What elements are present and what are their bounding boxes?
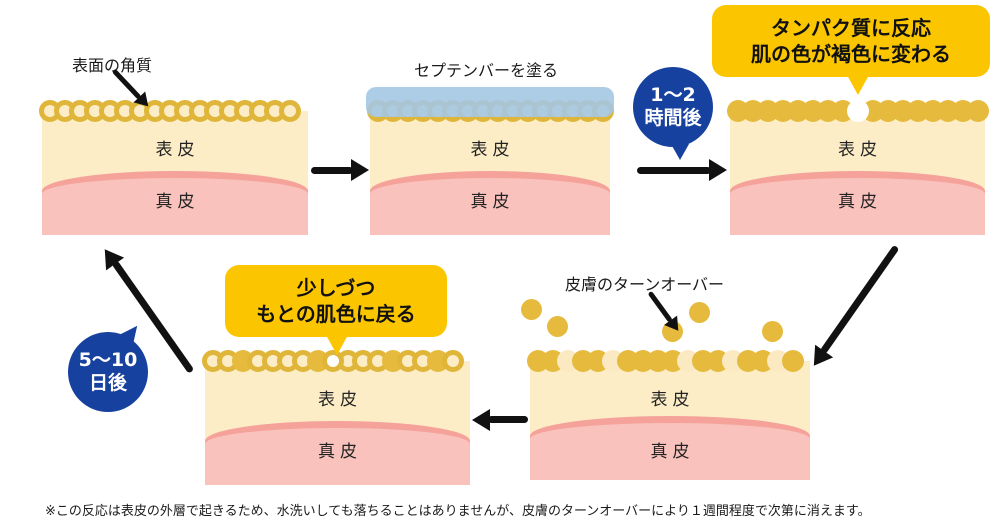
dermis-label: 真皮 [470,192,515,212]
skin-turnover-label: 皮膚のターンオーバー [565,275,725,294]
epidermis-block: 表皮 真皮 [42,111,308,235]
arrow-head [709,159,727,181]
dermis-fill [730,178,985,235]
arrow-head [351,159,369,181]
dermis-fill [205,428,470,485]
bubble-text: 1〜2 [650,84,696,106]
dermis-label: 真皮 [837,192,883,212]
callout-tail [847,75,869,95]
epidermis-block: 表皮 真皮 [205,361,470,485]
arrow-shaft [647,290,674,323]
callout-text: 少しづつ [296,276,376,300]
september-product-layer [366,87,614,117]
epidermis-block: 表皮 真皮 [730,111,985,235]
arrow-shaft [488,416,528,424]
epidermis-label: 表皮 [837,140,883,160]
epidermis-label: 表皮 [155,140,200,160]
callout-text: タンパク質に反応 [771,16,931,40]
skin-panel-applied: 表皮 真皮 [366,87,614,235]
dermis-block [205,421,470,485]
keratin-dot [547,316,568,337]
dermis-fill [42,178,308,235]
arrow-shaft [820,244,900,355]
keratin-circle [279,100,301,122]
bubble-tail [671,144,689,160]
keratin-dot [662,321,683,342]
arrow-shaft [637,166,711,174]
epidermis-label: 表皮 [317,390,363,410]
epidermis-block: 表皮 真皮 [370,111,610,235]
callout-tail [326,335,348,355]
keratin-dot [689,302,710,323]
keratin-circle [967,100,989,122]
epidermis-label: 表皮 [470,140,515,160]
skin-panel-turnover: 表皮 真皮 [527,350,813,480]
callout-text: 肌の色が褐色に変わる [751,42,951,66]
arrow-shaft [311,166,353,174]
epidermis-label: 表皮 [650,390,695,410]
skin-panel-fading: 表皮 真皮 [202,350,473,485]
bubble-text: 時間後 [644,107,702,129]
keratin-dot [762,321,783,342]
apply-september-label: セプテンバーを塗る [414,61,559,80]
dermis-block [530,416,810,480]
callout-protein-reaction: タンパク質に反応 肌の色が褐色に変わる [712,5,990,95]
dermis-label: 真皮 [155,192,200,212]
keratin-row [527,350,813,372]
dermis-label: 真皮 [650,442,695,462]
flow-arrow-3-icon [804,244,900,373]
keratin-row [727,100,989,122]
skin-panel-reacted: 表皮 真皮 [727,100,989,235]
dermis-block [730,171,985,235]
keratin-circle [782,350,804,372]
keratin-row [202,350,473,372]
surface-keratin-label: 表面の角質 [72,56,153,75]
keratin-dot [521,299,542,320]
dermis-block [42,171,308,235]
keratin-circle [442,350,464,372]
dermis-fill [370,178,610,235]
skin-panel-initial: 表皮 真皮 [39,100,311,235]
bubble-after-5-10-days: 5〜10 日後 [68,320,148,412]
callout-text: もとの肌色に戻る [256,302,416,326]
turnover-pointer-arrow-icon [647,290,685,336]
dermis-block [370,171,610,235]
bubble-tail [120,320,144,345]
keratin-row [39,100,311,122]
bubble-text: 5〜10 [78,349,138,371]
footnote: ※この反応は表皮の外層で起きるため、水洗いしても落ちることはありませんが、皮膚の… [45,504,871,519]
bubble-after-1-2-hours: 1〜2 時間後 [633,67,713,160]
callout-returns-to-normal: 少しづつ もとの肌色に戻る [225,265,447,355]
arrow-head [472,409,490,431]
dermis-label: 真皮 [317,442,363,462]
keratin-circle [847,100,869,122]
epidermis-block: 表皮 真皮 [530,361,810,480]
bubble-text: 日後 [88,372,127,394]
dermis-fill [530,423,810,480]
